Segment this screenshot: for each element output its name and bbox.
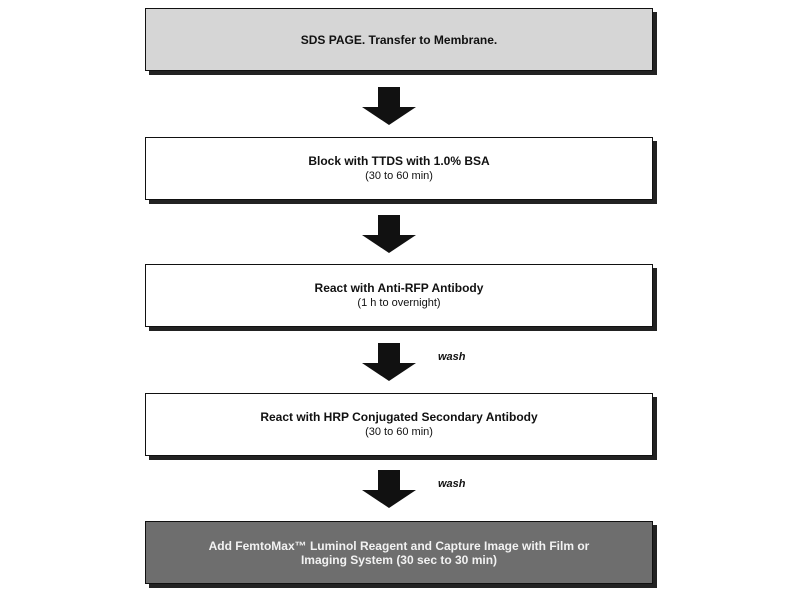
step-2-title: Block with TTDS with 1.0% BSA — [308, 154, 490, 168]
arrow-down-icon — [362, 87, 416, 125]
step-box-5: Add FemtoMax™ Luminol Reagent and Captur… — [145, 521, 653, 584]
step-4-duration: (30 to 60 min) — [365, 426, 433, 438]
step-1-title: SDS PAGE. Transfer to Membrane. — [300, 32, 498, 47]
step-box-1: SDS PAGE. Transfer to Membrane. — [145, 8, 653, 71]
wash-label-1: wash — [438, 351, 466, 363]
step-box-2: Block with TTDS with 1.0% BSA (30 to 60 … — [145, 137, 653, 200]
step-4-title: React with HRP Conjugated Secondary Anti… — [260, 410, 538, 424]
step-5-title: Add FemtoMax™ Luminol Reagent and Captur… — [208, 538, 590, 553]
step-3-duration: (1 h to overnight) — [357, 297, 441, 309]
step-box-3: React with Anti-RFP Antibody (1 h to ove… — [145, 264, 653, 327]
step-5-duration: Imaging System (30 sec to 30 min) — [300, 552, 498, 567]
step-2-duration: (30 to 60 min) — [365, 170, 433, 182]
arrow-down-icon — [362, 470, 416, 508]
step-3-title: React with Anti-RFP Antibody — [314, 281, 484, 295]
arrow-down-icon — [362, 343, 416, 381]
step-box-4: React with HRP Conjugated Secondary Anti… — [145, 393, 653, 456]
wash-label-2: wash — [438, 478, 466, 490]
arrow-down-icon — [362, 215, 416, 253]
